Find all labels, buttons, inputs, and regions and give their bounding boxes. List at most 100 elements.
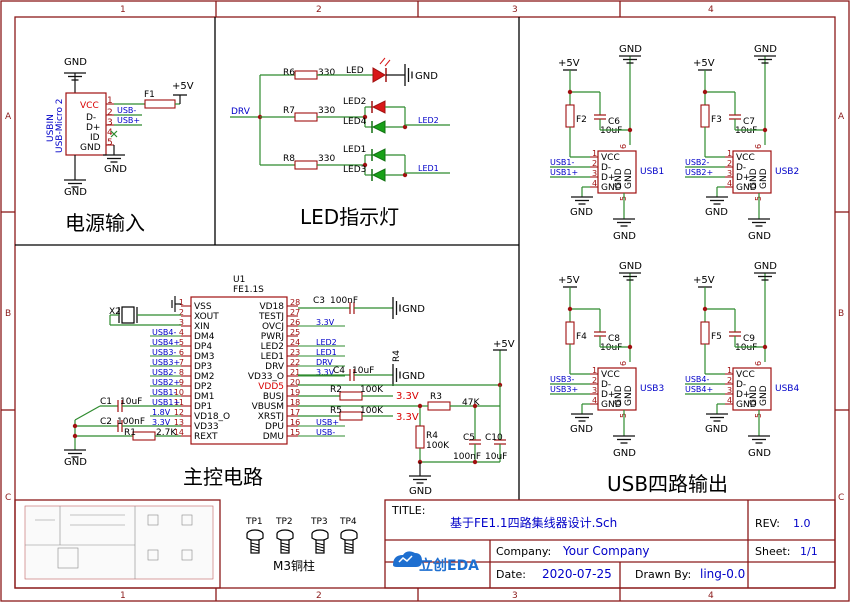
u1-pin-dm1: DM1 xyxy=(194,392,214,402)
usb-port-pin-gnd: GND xyxy=(624,168,634,189)
c2-value: 100nF xyxy=(117,417,145,427)
usb-port-pin-num: 3 xyxy=(592,169,597,178)
u1-pin-num: 12 xyxy=(174,408,184,417)
gnd-label: GND xyxy=(415,71,438,82)
c4-value: 10uF xyxy=(352,366,374,376)
resistor-r4 xyxy=(415,425,425,449)
usbin-pin-num-2: 2 xyxy=(107,108,113,118)
usb-port-pin-gnd: GND xyxy=(614,168,624,189)
fuse-f1-ref: F1 xyxy=(144,90,155,100)
usb-port-pin-num: 2 xyxy=(727,159,732,168)
usb-port-pin-d: D+ xyxy=(601,390,615,400)
frame-col-3-top: 3 xyxy=(512,5,518,15)
u1-pin-num: 17 xyxy=(290,408,300,417)
u1-pin-dp1: DP1 xyxy=(194,402,212,412)
gnd-label: GND xyxy=(570,207,593,218)
rev-label: REV: xyxy=(755,517,780,530)
gnd-label: GND xyxy=(619,261,642,272)
r8-value: 330 xyxy=(318,154,335,164)
section-title-usbout: USB四路输出 xyxy=(607,472,728,496)
standoff-screw-icon xyxy=(246,529,264,554)
usb-port-pin-d: D- xyxy=(736,163,746,173)
gnd-label: GND xyxy=(402,371,425,382)
led-indicator-block: DRV R6 330 R7 330 R8 330 LED GND LED2 LE xyxy=(230,57,450,182)
u1-pin-xrstj: XRSTJ xyxy=(258,412,284,422)
frame-row-c-left: C xyxy=(5,493,11,503)
gnd-label: GND xyxy=(619,44,642,55)
net-3v3: 3.3V xyxy=(396,412,419,423)
vcc-label-5v: +5V xyxy=(693,275,715,286)
u1-pin-num: 5 xyxy=(179,338,184,347)
usb-port-pin-gnd: GND xyxy=(759,168,769,189)
section-title-mcu: 主控电路 xyxy=(183,465,263,489)
usb-port-pin-vcc: VCC xyxy=(736,370,755,380)
u1-part: FE1.1S xyxy=(233,285,264,295)
standoff-label: M3铜柱 xyxy=(273,558,315,573)
u1-pin-num: 27 xyxy=(290,308,300,317)
u1-pin-num: 25 xyxy=(290,328,300,337)
led3-label: LED3 xyxy=(343,165,366,175)
fuse xyxy=(565,104,575,128)
net-label: USB1- xyxy=(550,158,575,167)
net-label: USB2+ xyxy=(685,168,713,177)
u1-ref: U1 xyxy=(233,275,245,285)
usb-port-pin-d: D+ xyxy=(601,173,615,183)
net-usb-minus: USB- xyxy=(117,106,136,115)
u1-pin-num: 19 xyxy=(290,388,300,397)
frame-col-1-top: 1 xyxy=(120,5,126,15)
u1-pin-num: 15 xyxy=(290,428,300,437)
usb-port-pin-gnd: GND xyxy=(601,183,622,193)
r1-value: 2.7K xyxy=(156,428,177,438)
test-point-tp4: TP4 xyxy=(339,517,357,527)
vcc-label-5v: +5V xyxy=(558,275,580,286)
crystal-x2 xyxy=(121,306,135,324)
fuse-ref: F4 xyxy=(576,332,587,342)
usb-port-pin-d: D- xyxy=(601,163,611,173)
eda-logo-text: 立创EDA xyxy=(419,557,479,574)
title-block xyxy=(384,499,836,589)
cap-value: 10uF xyxy=(735,126,757,136)
u1-pin-num: 10 xyxy=(174,388,184,397)
usb-port-pin-gnd: GND xyxy=(749,385,759,406)
cap-ref: C6 xyxy=(608,117,620,127)
led-red xyxy=(372,67,386,83)
usbin-pin-num-4: 4 xyxy=(107,128,113,138)
c10-ref: C10 xyxy=(485,433,503,443)
section-title-led: LED指示灯 xyxy=(300,205,399,229)
usbin-pin-num-1: 1 xyxy=(107,96,113,106)
gnd-label: GND xyxy=(64,457,87,468)
u1-pin-num: 22 xyxy=(290,358,300,367)
u1-pin-busj: BUSJ xyxy=(263,392,284,402)
u1-pin-xout: XOUT xyxy=(194,312,219,322)
usbin-pin-dm: D- xyxy=(86,113,96,123)
company-value: Your Company xyxy=(562,544,650,558)
net-label: USB4- xyxy=(685,375,710,384)
u1-pin-num: 23 xyxy=(290,348,300,357)
resistor-r5 xyxy=(339,411,363,421)
net-label: LED1 xyxy=(316,348,337,357)
gnd-label: GND xyxy=(705,207,728,218)
thumbnail-frame xyxy=(14,499,221,589)
u1-pin-num: 24 xyxy=(290,338,300,347)
gnd-label: GND xyxy=(64,187,87,198)
c5-value: 100nF xyxy=(453,452,481,462)
cap-value: 10uF xyxy=(600,126,622,136)
usb-port-pin-vcc: VCC xyxy=(601,153,620,163)
usb-port-pin-num: 4 xyxy=(592,396,597,405)
u1-pin-num: 28 xyxy=(290,298,300,307)
frame-col-4-top: 4 xyxy=(708,5,714,15)
r2-value: 100K xyxy=(360,385,384,395)
r4-value: 100K xyxy=(426,441,450,451)
usbin-type: USB-Micro 2 xyxy=(55,98,65,153)
test-point-tp2: TP2 xyxy=(275,517,293,527)
net-label: USB+ xyxy=(316,418,339,427)
u1-pin-num: 9 xyxy=(179,378,184,387)
c2-ref: C2 xyxy=(100,417,112,427)
u1-pin-num: 2 xyxy=(179,308,184,317)
gnd-label: GND xyxy=(570,424,593,435)
